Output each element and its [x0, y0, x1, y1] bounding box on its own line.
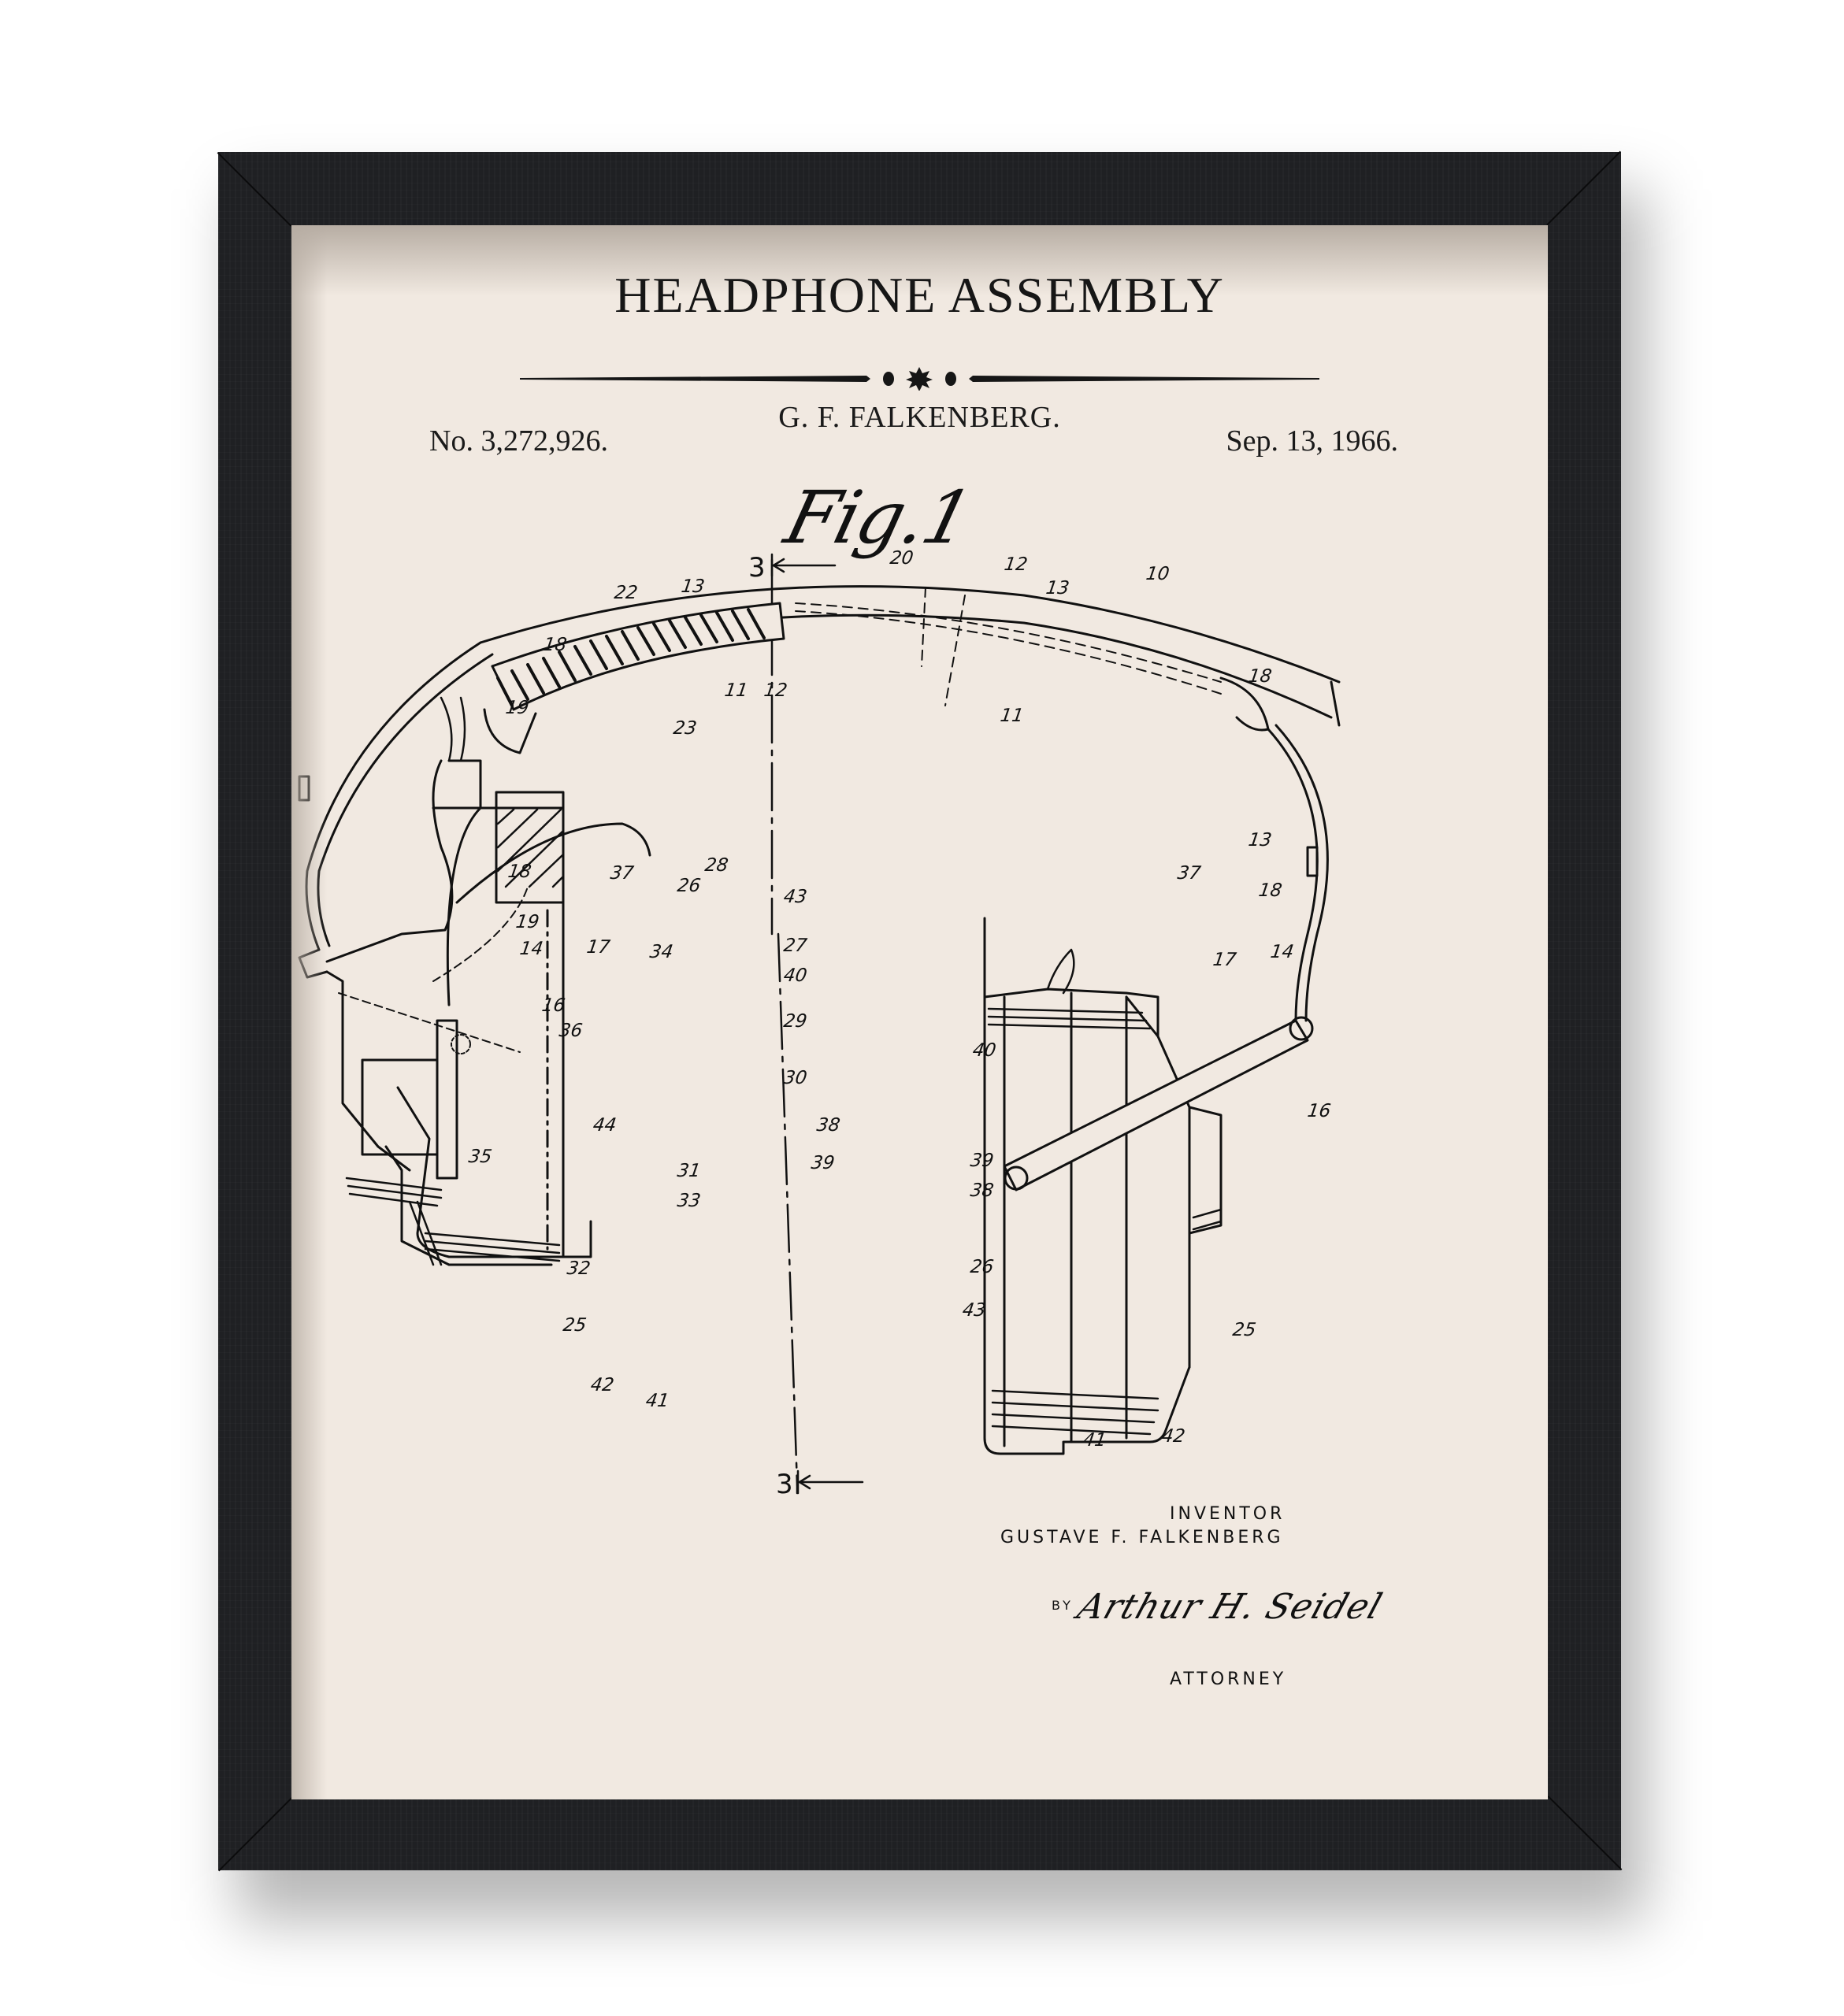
- ref-label: 17: [585, 937, 612, 958]
- ref-label: 28: [703, 855, 730, 876]
- ref-label: 14: [1269, 942, 1296, 962]
- ref-label: 18: [1247, 666, 1274, 687]
- by-label: BY: [1052, 1598, 1074, 1613]
- ref-label: 38: [969, 1180, 996, 1201]
- section-marker-top: 3: [748, 552, 766, 584]
- poster-title: HEADPHONE ASSEMBLY: [614, 267, 1225, 323]
- patent-print: HEADPHONE ASSEMBLY G. F. FALKENBERG. No.…: [291, 225, 1548, 1799]
- attorney-label: ATTORNEY: [1170, 1670, 1287, 1689]
- ref-label: 26: [969, 1257, 996, 1277]
- ref-label: 38: [815, 1115, 842, 1136]
- ref-label: 42: [589, 1375, 616, 1395]
- ref-label: 34: [648, 942, 675, 962]
- inventor-name: GUSTAVE F. FALKENBERG: [1000, 1528, 1284, 1547]
- ref-label: 42: [1160, 1426, 1187, 1447]
- ref-label: 39: [810, 1153, 837, 1173]
- ref-label: 40: [782, 965, 809, 986]
- frame-miter-bottom-right: [1547, 1796, 1623, 1870]
- right-earcup: [983, 724, 1329, 1455]
- frame-miter-bottom-left: [218, 1796, 293, 1872]
- section-marker-bottom: 3: [776, 1469, 793, 1500]
- ref-label: 39: [969, 1151, 996, 1171]
- left-earcup-section: [298, 759, 651, 1266]
- inventor-label: INVENTOR: [1170, 1504, 1286, 1524]
- right-cup-shading: [987, 1007, 1223, 1436]
- star-icon: [906, 367, 933, 391]
- ref-label: 19: [514, 912, 541, 932]
- ref-label: 22: [613, 583, 640, 603]
- patent-number: No. 3,272,926.: [429, 424, 608, 458]
- ref-label: 29: [782, 1011, 809, 1032]
- ref-label: 18: [542, 635, 569, 655]
- ref-label: 19: [504, 698, 531, 718]
- ref-label: 17: [1211, 950, 1238, 970]
- ref-label: 11: [999, 706, 1026, 726]
- ref-label: 40: [971, 1040, 998, 1061]
- ref-label: 30: [782, 1068, 809, 1088]
- headphone-patent-drawing: 3 3: [298, 552, 1341, 1500]
- left-arm: [298, 641, 494, 951]
- ref-label: 13: [1044, 578, 1071, 598]
- inventor-heading: G. F. FALKENBERG.: [778, 401, 1061, 434]
- ref-label: 37: [609, 863, 636, 884]
- section-line: [770, 553, 864, 1495]
- ref-label: 27: [782, 936, 809, 956]
- cup-hatching: [345, 1177, 561, 1266]
- ref-label: 13: [680, 576, 707, 597]
- frame-miter-top-left: [217, 152, 292, 227]
- ref-label: 43: [782, 887, 809, 907]
- ref-label: 41: [644, 1391, 671, 1411]
- ref-label: 41: [1082, 1430, 1108, 1451]
- ref-label: 36: [558, 1021, 584, 1041]
- frame-miter-top-right: [1546, 150, 1621, 226]
- ref-label: 26: [676, 876, 703, 896]
- ref-label: 25: [562, 1315, 588, 1336]
- ref-label: 10: [1145, 564, 1171, 584]
- ref-label: 13: [1247, 830, 1274, 850]
- ref-label: 11: [723, 680, 750, 701]
- ref-label: 20: [889, 548, 915, 569]
- ornamental-divider: [520, 367, 1319, 391]
- ref-label: 16: [540, 995, 567, 1016]
- ref-label: 14: [518, 939, 545, 959]
- ref-label: 25: [1231, 1320, 1258, 1340]
- ref-label: 18: [506, 862, 533, 882]
- ref-label: 37: [1176, 863, 1203, 884]
- ref-label: 16: [1306, 1101, 1333, 1121]
- ref-label: 32: [566, 1258, 592, 1279]
- patent-date: Sep. 13, 1966.: [1226, 424, 1399, 458]
- ref-label: 31: [676, 1161, 703, 1181]
- ref-label: 35: [467, 1147, 494, 1167]
- ref-label: 33: [676, 1191, 703, 1211]
- attorney-signature: Arthur H. Seidel: [1072, 1587, 1388, 1627]
- ref-label: 12: [762, 680, 789, 701]
- ref-label: 18: [1257, 880, 1284, 901]
- ref-label: 12: [1003, 554, 1030, 575]
- ear-cushion-section: [495, 806, 565, 904]
- ref-label: 23: [672, 718, 699, 739]
- ref-label: 43: [961, 1300, 988, 1321]
- headband: [479, 585, 1341, 754]
- ref-label: 44: [592, 1115, 618, 1136]
